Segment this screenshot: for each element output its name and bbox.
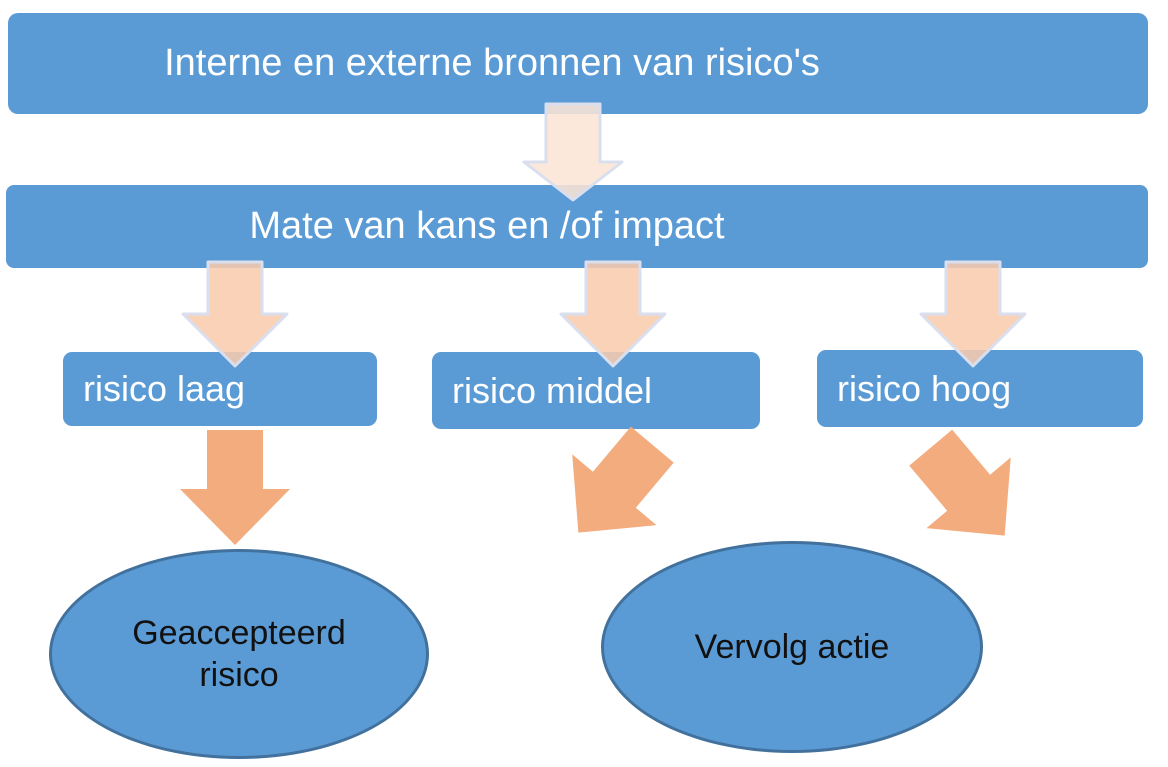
- outcome-geaccepteerd-label: Geaccepteerd risico: [132, 613, 346, 694]
- risk-box-hoog: risico hoog: [817, 350, 1143, 427]
- outcome-geaccepteerd-risico: Geaccepteerd risico: [49, 549, 429, 759]
- risk-box-hoog-label: risico hoog: [837, 367, 1012, 409]
- source-bar: Interne en externe bronnen van risico's: [8, 13, 1148, 114]
- arrow-hoog-to-outcome-icon: [909, 429, 1011, 536]
- impact-bar: Mate van kans en /of impact: [6, 185, 1148, 268]
- arrow-bronnen-to-mate-icon: [522, 102, 624, 202]
- outcome-vervolg-label: Vervolg actie: [694, 627, 890, 666]
- risk-box-middel-label: risico middel: [452, 369, 653, 411]
- risk-box-middel: risico middel: [432, 352, 760, 429]
- risk-box-laag: risico laag: [63, 352, 377, 426]
- risk-box-laag-label: risico laag: [83, 368, 246, 409]
- arrow-middel-to-outcome-icon: [572, 426, 674, 533]
- arrow-mate-to-middel-icon: [559, 260, 667, 368]
- arrow-laag-to-outcome-icon: [180, 430, 290, 545]
- outcome-vervolg-actie: Vervolg actie: [601, 541, 983, 753]
- arrow-mate-to-hoog-icon: [919, 260, 1027, 368]
- arrow-mate-to-laag-icon: [181, 260, 289, 368]
- impact-bar-label: Mate van kans en /of impact: [249, 205, 725, 247]
- source-bar-label: Interne en externe bronnen van risico's: [164, 42, 820, 84]
